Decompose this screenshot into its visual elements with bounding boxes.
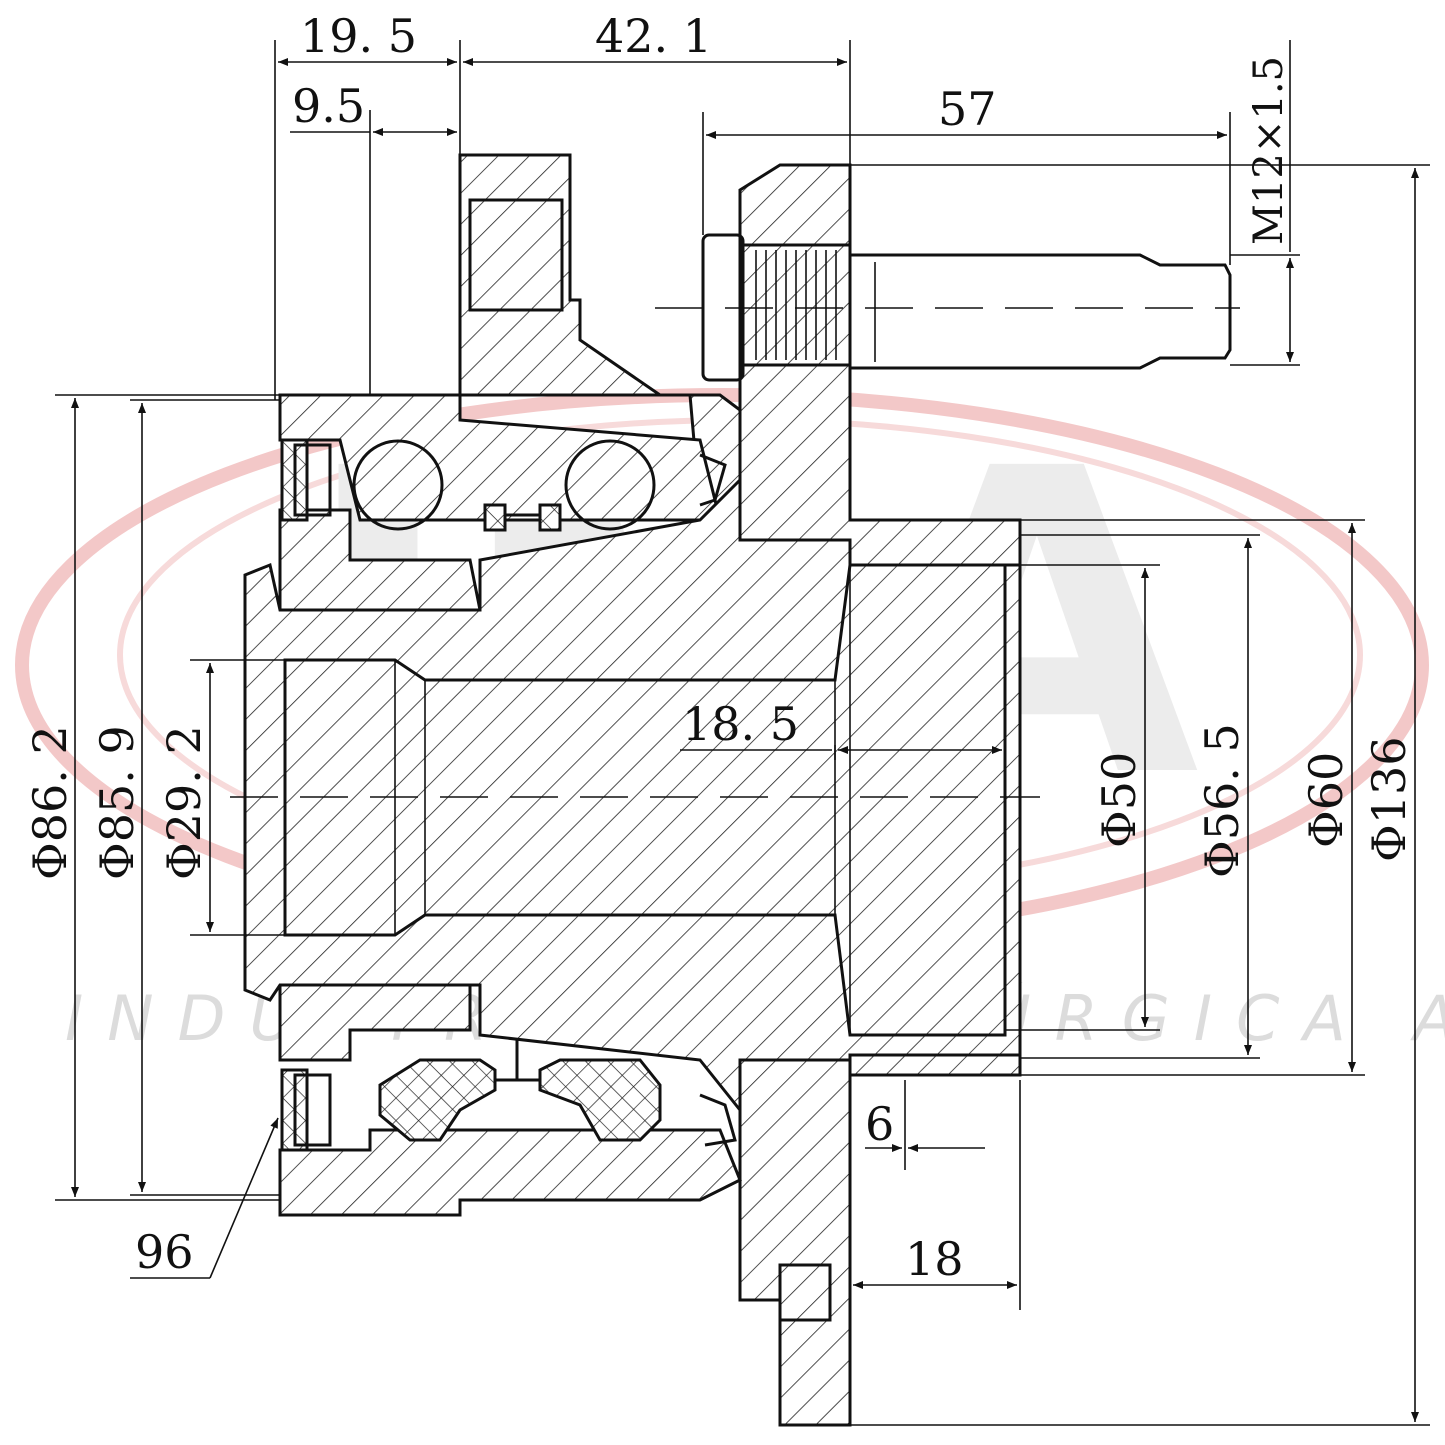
dimension-lines xyxy=(71,40,1419,1422)
dim-9-5: 9.5 xyxy=(292,79,365,133)
dim-phi-136: Φ136 xyxy=(1362,736,1416,862)
ball-upper-right xyxy=(564,439,656,531)
dim-phi-29-2: Φ29. 2 xyxy=(157,725,211,880)
bearing-balls xyxy=(352,439,662,1142)
dim-thread-m12: M12×1.5 xyxy=(1246,56,1292,245)
ball-upper-left xyxy=(352,439,444,531)
dim-18: 18 xyxy=(905,1232,964,1286)
dim-19-5: 19. 5 xyxy=(300,9,417,63)
seals xyxy=(280,438,737,1152)
dim-6: 6 xyxy=(865,1097,894,1151)
wheel-stud xyxy=(655,233,1240,382)
dim-phi-86-2: Φ86. 2 xyxy=(23,725,77,880)
dim-phi-50: Φ50 xyxy=(1092,752,1146,848)
outer-ring-body xyxy=(278,153,742,1217)
dim-phi-56-5: Φ56. 5 xyxy=(1195,723,1249,878)
hub-body xyxy=(230,476,1040,1115)
dim-57: 57 xyxy=(938,82,997,136)
dim-phi-60: Φ60 xyxy=(1299,752,1353,848)
dim-phi-85-9: Φ85. 9 xyxy=(90,725,144,880)
dim-42-1: 42. 1 xyxy=(595,9,712,63)
dimension-labels: 19. 5 42. 1 9.5 57 M12×1.5 18. 5 6 18 96… xyxy=(23,9,1416,1286)
dim-18-5: 18. 5 xyxy=(682,697,799,751)
extension-lines xyxy=(55,40,1430,1426)
dim-96: 96 xyxy=(135,1225,194,1279)
